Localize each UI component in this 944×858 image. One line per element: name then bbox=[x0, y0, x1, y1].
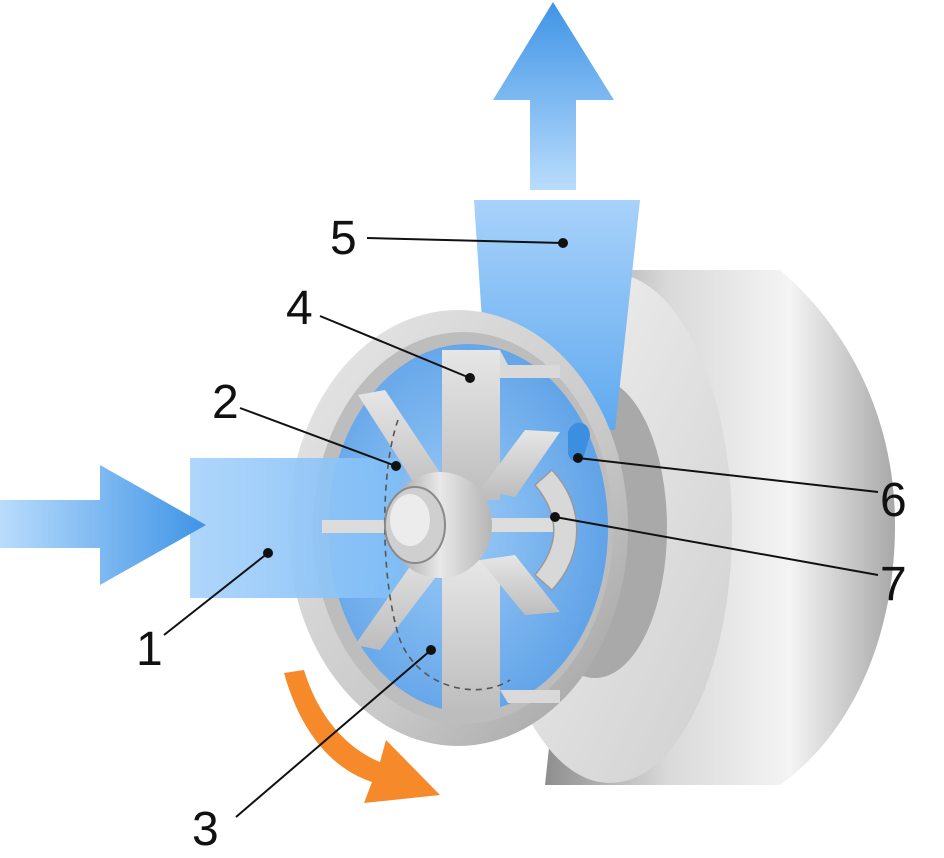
air-in-arrow bbox=[0, 465, 206, 585]
leader-lines bbox=[163, 237, 879, 818]
callout-5: 5 bbox=[330, 212, 357, 265]
callout-1: 1 bbox=[136, 623, 163, 676]
callout-4: 4 bbox=[286, 282, 313, 335]
rotor-hub bbox=[384, 472, 492, 578]
callout-6: 6 bbox=[880, 474, 907, 527]
callout-7: 7 bbox=[880, 558, 907, 611]
air-out-arrow bbox=[493, 2, 614, 190]
rotor-vanes bbox=[322, 350, 575, 712]
purge-slot bbox=[567, 422, 590, 462]
rotation-arrow bbox=[284, 670, 440, 803]
inlet-duct bbox=[190, 458, 400, 598]
callout-2: 2 bbox=[212, 376, 239, 429]
callout-3: 3 bbox=[192, 803, 219, 856]
leader-dots bbox=[263, 238, 583, 655]
